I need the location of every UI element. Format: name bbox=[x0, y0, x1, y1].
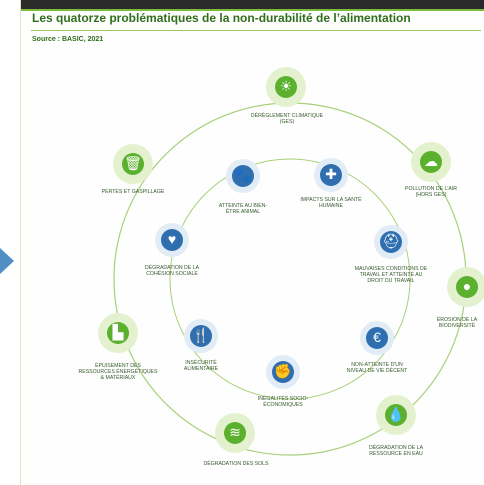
inner-node-7 bbox=[161, 229, 183, 251]
infographic-panel: Les quatorze problématiques de la non-du… bbox=[20, 0, 484, 485]
trash-icon: 🗑 bbox=[124, 155, 142, 171]
outer-label: ÉPUISEMENT DES RESSOURCES ÉNERGÉTIQUES &… bbox=[78, 363, 158, 381]
factory-icon: ▙ bbox=[112, 324, 124, 340]
inner-node-5 bbox=[272, 361, 294, 383]
paw-icon: 🐾 bbox=[234, 167, 252, 183]
outer-label: ÉROSION DE LA BIODIVERSITÉ bbox=[436, 317, 478, 329]
top-accent-line bbox=[21, 9, 484, 11]
source-note: Source : BASIC, 2021 bbox=[32, 36, 104, 43]
inner-label: INSÉCURITÉ ALIMENTAIRE bbox=[183, 360, 219, 372]
water-drop-icon: 💧 bbox=[387, 406, 405, 422]
inner-label: ATTEINTE AU BIEN-ÊTRE ANIMAL bbox=[218, 203, 268, 215]
inner-node-3 bbox=[380, 231, 402, 253]
inner-node-1 bbox=[232, 165, 254, 187]
outer-node-2 bbox=[420, 151, 442, 173]
outer-node-6 bbox=[107, 322, 129, 344]
worker-icon: ⛑ bbox=[382, 233, 400, 249]
inner-node-2 bbox=[320, 164, 342, 186]
inner-label: IMPACTS SUR LA SANTÉ HUMAINE bbox=[300, 197, 362, 209]
inner-label: DÉGRADATION DE LA COHÉSION SOCIALE bbox=[144, 265, 200, 277]
outer-label: DÉRÈGLEMENT CLIMATIQUE (GES) bbox=[250, 113, 324, 125]
inner-ring bbox=[169, 158, 411, 400]
outer-node-3 bbox=[456, 276, 478, 298]
soil-layers-icon: ≋ bbox=[229, 424, 241, 440]
medical-kit-icon: ✚ bbox=[325, 166, 337, 182]
outer-node-1 bbox=[275, 76, 297, 98]
outer-label: DÉGRADATION DE LA RESSOURCE EN EAU bbox=[368, 445, 424, 457]
outer-label: DÉGRADATION DES SOLS bbox=[203, 461, 269, 467]
diagram-title: Les quatorze problématiques de la non-du… bbox=[32, 11, 411, 25]
inner-label: NON-ATTEINTE D'UN NIVEAU DE VIE DÉCENT bbox=[346, 362, 408, 374]
euro-icon: € bbox=[373, 329, 381, 345]
top-bar bbox=[21, 0, 484, 9]
fork-knife-icon: 🍴 bbox=[192, 327, 210, 343]
outer-node-7 bbox=[122, 153, 144, 175]
cloud-icon: ☁ bbox=[424, 153, 438, 169]
outer-node-5 bbox=[224, 422, 246, 444]
inner-label: INÉGALITÉS SOCIO-ÉCONOMIQUES bbox=[257, 396, 309, 408]
raised-fist-icon: ✊ bbox=[274, 363, 292, 379]
left-arrow-icon bbox=[0, 248, 14, 274]
sun-cloud-icon: ☀ bbox=[279, 78, 293, 94]
inner-node-6 bbox=[190, 325, 212, 347]
outer-label: PERTES ET GASPILLAGE bbox=[101, 189, 165, 195]
inner-label: MAUVAISES CONDITIONS DE TRAVAIL ET ATTEI… bbox=[354, 266, 428, 284]
kiwi-bird-icon: ● bbox=[462, 278, 472, 294]
outer-label: POLLUTION DE L'AIR (HORS GES) bbox=[404, 186, 457, 198]
inner-node-4 bbox=[366, 327, 388, 349]
title-divider bbox=[31, 30, 481, 31]
outer-node-4 bbox=[385, 404, 407, 426]
broken-heart-icon: ♥ bbox=[167, 231, 177, 247]
